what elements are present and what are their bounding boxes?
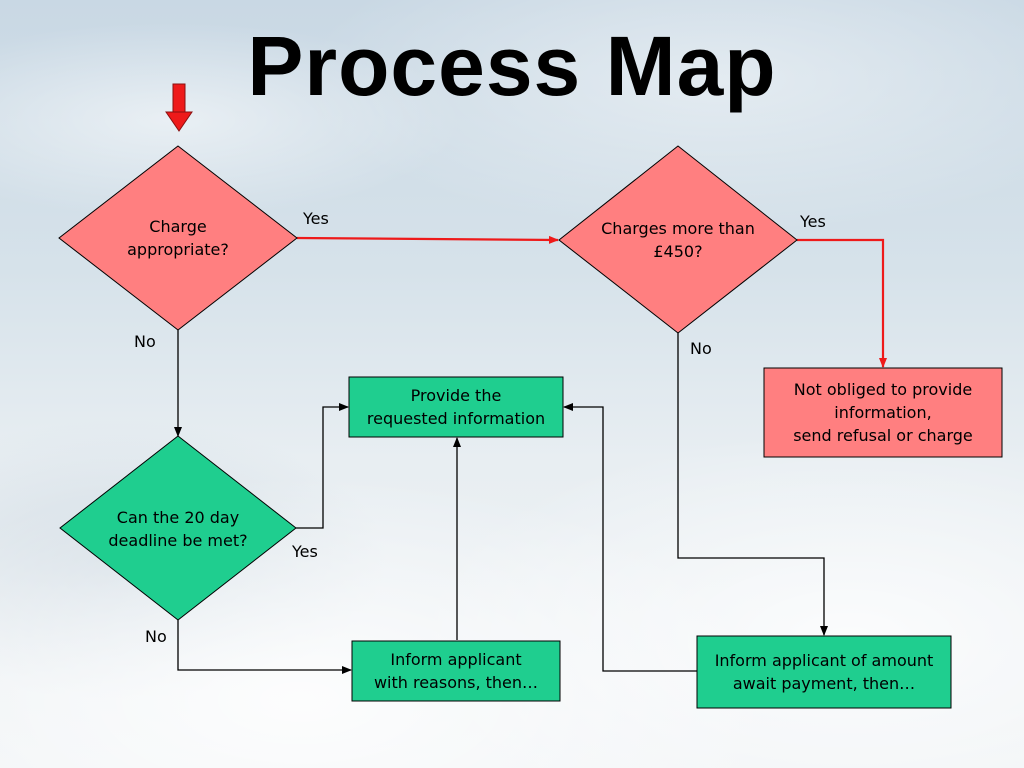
edge-label-more-no: No [690, 339, 712, 358]
edge-label-deadline-no: No [145, 627, 167, 646]
start-arrow-icon [165, 83, 193, 132]
edge-more-yes [797, 238, 887, 368]
box-inform-reasons [351, 640, 561, 702]
decision-charges-more-than [558, 145, 798, 334]
inform-reasons-label: Inform applicant with reasons, then… [373, 650, 539, 692]
box-provide-info [348, 376, 564, 438]
edge-amount-to-provide [563, 403, 697, 672]
edge-deadline-yes [296, 403, 349, 529]
edge-charge-yes [296, 235, 559, 244]
deadline-label: Can the 20 day deadline be met? [108, 508, 248, 550]
decision-deadline [59, 435, 297, 621]
edge-deadline-no [177, 620, 352, 674]
box-inform-amount [696, 635, 952, 709]
inform-amount-label: Inform applicant of amount await payment… [714, 651, 934, 693]
edge-label-charge-yes: Yes [303, 209, 329, 228]
edge-label-charge-no: No [134, 332, 156, 351]
decision-charge-appropriate [58, 145, 298, 331]
not-obliged-label: Not obliged to provide information, send… [793, 380, 973, 445]
box-not-obliged [763, 367, 1003, 458]
edge-label-deadline-yes: Yes [292, 542, 318, 561]
charge-appropriate-label: Charge appropriate? [127, 217, 229, 259]
charges-more-than-label: Charges more than £450? [601, 219, 755, 261]
provide-info-label: Provide the requested information [366, 386, 546, 428]
page-title: Process Map [247, 19, 777, 113]
edge-more-no [677, 330, 828, 636]
edge-label-more-yes: Yes [800, 212, 826, 231]
